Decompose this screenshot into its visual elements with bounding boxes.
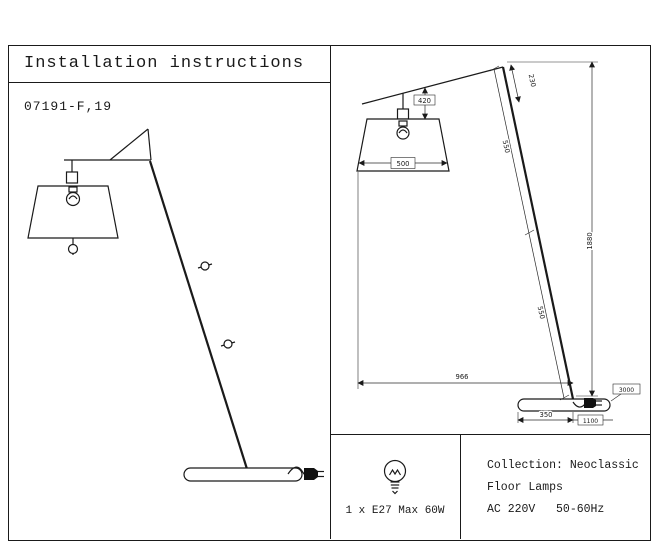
svg-text:350: 350 bbox=[540, 411, 553, 419]
dim-shade-drop: 420 bbox=[413, 87, 436, 120]
svg-text:1880: 1880 bbox=[586, 232, 594, 249]
lamp-pole bbox=[64, 128, 249, 470]
shade-finial bbox=[67, 238, 79, 255]
dim-arm-overhang: 230 bbox=[509, 64, 538, 103]
dim-shade-width: 500 bbox=[358, 157, 448, 169]
info-box: Collection: Neoclassic Floor Lamps AC 22… bbox=[461, 436, 650, 539]
dim-plug-icon bbox=[572, 398, 602, 408]
sheet-frame bbox=[8, 45, 651, 541]
lamp-shade bbox=[27, 160, 119, 239]
svg-text:550: 550 bbox=[536, 305, 547, 319]
page-title: Installation instructions bbox=[24, 54, 305, 73]
dim-total-height: 1880 bbox=[507, 61, 598, 397]
title-box: Installation instructions bbox=[8, 45, 330, 83]
dim-pole-segments: 550 550 bbox=[489, 65, 570, 401]
svg-text:1100: 1100 bbox=[583, 418, 598, 425]
power-label: AC 220V 50-60Hz bbox=[487, 503, 605, 516]
dim-reach: 966 bbox=[357, 172, 574, 389]
lamp-base bbox=[183, 467, 303, 482]
category-label: Floor Lamps bbox=[487, 481, 563, 494]
svg-text:420: 420 bbox=[418, 97, 431, 105]
svg-text:3000: 3000 bbox=[619, 387, 634, 394]
dim-lamp-shade bbox=[356, 93, 450, 172]
lamp-overview-drawing bbox=[27, 128, 324, 482]
svg-text:500: 500 bbox=[397, 160, 410, 168]
bulb-icon bbox=[65, 186, 81, 207]
lamp-dimension-drawing: 230 420 500 550 550 1880 966 350 bbox=[356, 61, 641, 426]
dim-base-length: 350 bbox=[517, 410, 574, 423]
svg-text:230: 230 bbox=[527, 73, 538, 87]
pole-joint-upper bbox=[197, 261, 213, 271]
svg-text:550: 550 bbox=[501, 139, 512, 153]
dim-cord-length: 3000 bbox=[610, 383, 641, 402]
bulb-icon bbox=[383, 459, 407, 495]
collection-label: Collection: Neoclassic bbox=[487, 459, 639, 472]
dim-lamp-pole bbox=[361, 66, 575, 400]
dim-base-offset: 1100 bbox=[573, 414, 613, 426]
svg-text:966: 966 bbox=[456, 373, 469, 381]
spec-vline bbox=[460, 434, 461, 539]
model-number: 07191-F,19 bbox=[24, 99, 113, 114]
spec-divider bbox=[330, 434, 651, 435]
spec-box: 1 x E27 Max 60W bbox=[331, 436, 459, 539]
column-divider bbox=[330, 45, 331, 539]
pole-joint-lower bbox=[220, 339, 236, 349]
bulb-spec-label: 1 x E27 Max 60W bbox=[345, 505, 445, 517]
plug-icon bbox=[287, 466, 324, 480]
